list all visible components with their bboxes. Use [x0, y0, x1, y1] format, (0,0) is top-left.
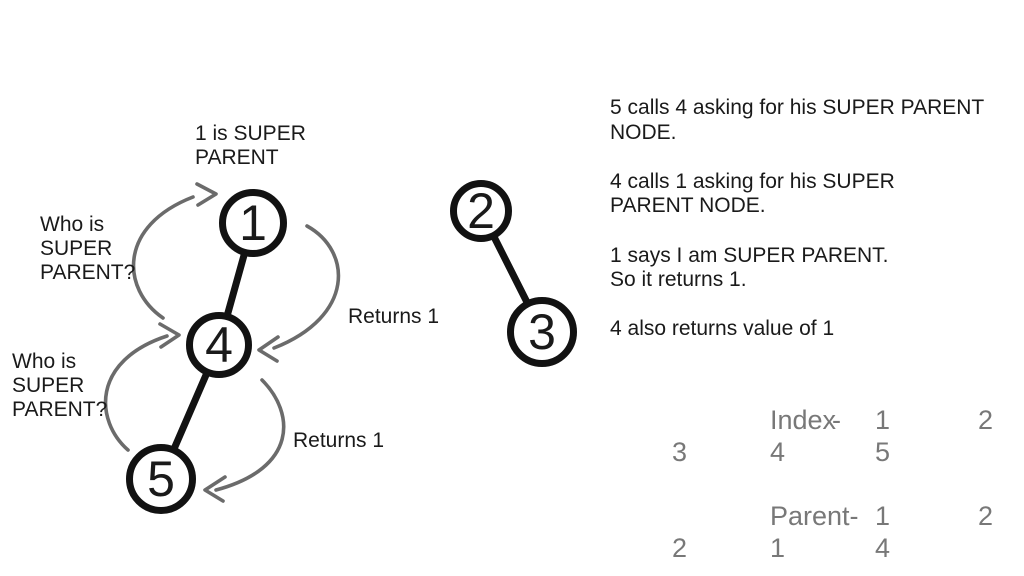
arrow-who-asks-2-head-icon — [158, 322, 181, 349]
arrow-returns-1-top-head-icon — [257, 335, 280, 363]
node-5: 5 — [126, 444, 196, 514]
index-value-5: 5 — [875, 437, 891, 467]
parent-value-3: 2 — [672, 533, 688, 563]
explanation-text: 5 calls 4 asking for his SUPER PARENT NO… — [610, 96, 985, 341]
index-value-4: 4 — [770, 437, 786, 467]
index-value-2: 2 — [978, 405, 994, 435]
label-1-is-super-parent: 1 is SUPER PARENT — [195, 122, 306, 169]
node-2: 2 — [450, 180, 512, 242]
arrow-returns-1-bottom-head-icon — [203, 475, 227, 503]
label-who-is-super-parent-1: Who is SUPER PARENT? — [40, 213, 136, 284]
index-value-3: 3 — [672, 437, 688, 467]
parent-value-4: 1 — [770, 533, 786, 563]
node-5-label: 5 — [147, 451, 175, 507]
index-row-dash: - — [832, 405, 841, 435]
arrow-who-asks-1-head-icon — [195, 182, 218, 207]
node-4-label: 4 — [205, 317, 233, 373]
parent-value-1: 1 — [875, 501, 891, 531]
parent-value-2: 2 — [978, 501, 994, 531]
call-return-arrows — [103, 182, 341, 503]
label-returns-1-bottom: Returns 1 — [293, 429, 385, 452]
label-who-is-super-parent-2: Who is SUPER PARENT? — [12, 350, 108, 421]
parent-value-5: 4 — [875, 533, 891, 563]
node-1-label: 1 — [239, 195, 267, 251]
arrow-returns-1-bottom-curve — [214, 378, 286, 492]
arrow-returns-1-top-curve — [272, 224, 341, 350]
node-3-label: 3 — [528, 304, 556, 360]
node-3: 3 — [507, 297, 577, 367]
arrow-who-asks-1-curve — [131, 195, 195, 320]
index-row-label: Index — [770, 405, 837, 435]
label-returns-1-top: Returns 1 — [348, 305, 440, 328]
arrow-who-asks-2-curve — [103, 334, 169, 452]
node-2-label: 2 — [467, 183, 495, 239]
parent-row-label: Parent- — [770, 501, 859, 531]
index-value-1: 1 — [875, 405, 891, 435]
node-4: 4 — [186, 312, 252, 378]
node-1: 1 — [219, 189, 287, 257]
